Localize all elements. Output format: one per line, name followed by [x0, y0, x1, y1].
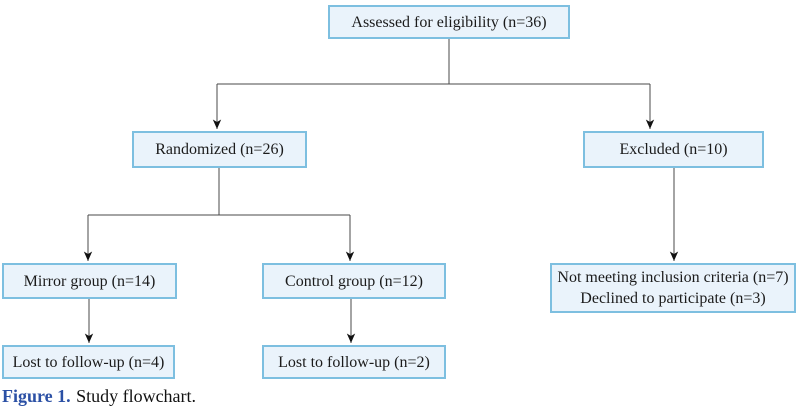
node-excluded-label: Excluded (n=10)	[619, 141, 728, 158]
node-exclusion-reasons: Not meeting inclusion criteria (n=7) Dec…	[550, 263, 796, 313]
node-assessed-label: Assessed for eligibility (n=36)	[351, 13, 547, 31]
node-excluded: Excluded (n=10)	[583, 131, 764, 168]
node-lost-control-label: Lost to follow-up (n=2)	[278, 353, 430, 371]
node-exclusion-reason-line2: Declined to participate (n=3)	[580, 290, 766, 307]
node-lost-mirror-label: Lost to follow-up (n=4)	[12, 353, 165, 371]
node-mirror-group-label: Mirror group (n=14)	[23, 272, 156, 290]
figure-caption-text: Study flowchart.	[76, 386, 197, 406]
node-randomized: Randomized (n=26)	[132, 131, 307, 168]
node-lost-to-follow-up-mirror: Lost to follow-up (n=4)	[2, 345, 175, 379]
node-assessed-for-eligibility: Assessed for eligibility (n=36)	[328, 5, 570, 39]
figure-caption-number: Figure 1.	[2, 386, 71, 406]
node-exclusion-reason-line1: Not meeting inclusion criteria (n=7)	[557, 269, 789, 286]
node-randomized-label: Randomized (n=26)	[155, 141, 284, 158]
node-control-group: Control group (n=12)	[262, 263, 446, 299]
node-mirror-group: Mirror group (n=14)	[2, 263, 177, 299]
figure-caption: Figure 1.Study flowchart.	[2, 386, 196, 407]
node-lost-to-follow-up-control: Lost to follow-up (n=2)	[262, 345, 446, 379]
node-control-group-label: Control group (n=12)	[285, 272, 423, 290]
